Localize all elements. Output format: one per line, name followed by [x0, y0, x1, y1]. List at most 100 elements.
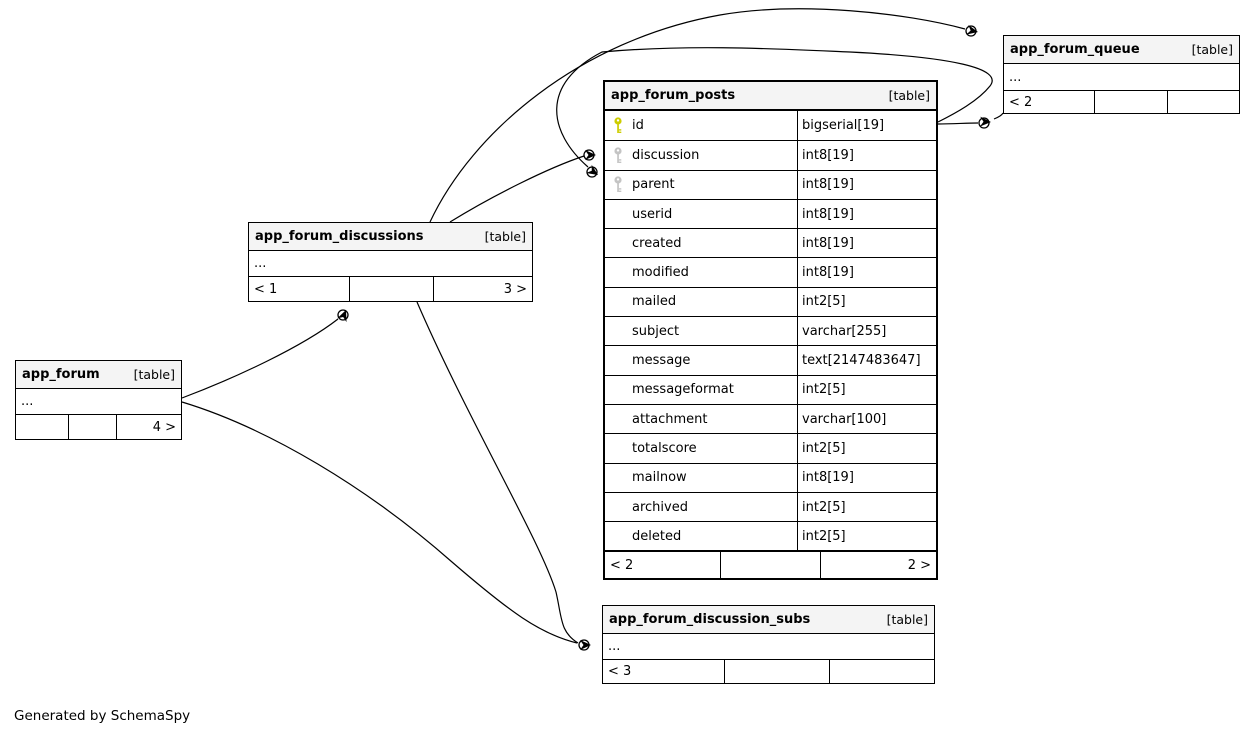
relationship-line: [416, 301, 579, 644]
table-title[interactable]: app_forum_queue: [1010, 42, 1140, 57]
column-row: totalscore int2[5]: [605, 433, 936, 463]
table-footer: < 2: [1004, 90, 1239, 113]
fk-arrowhead-icon: [585, 150, 596, 160]
column-name-cell: message: [605, 346, 797, 374]
column-type: varchar[100]: [802, 411, 887, 427]
column-name: deleted: [632, 528, 682, 544]
column-type-cell: int8[19]: [797, 229, 936, 258]
column-name: userid: [632, 206, 673, 222]
relationship-line: [181, 401, 578, 644]
footer-middle-cell: [68, 415, 116, 439]
table-header[interactable]: app_forum_discussion_subs [table]: [603, 606, 934, 634]
table-header[interactable]: app_forum_discussions [table]: [249, 223, 532, 251]
footer-parents-count: [16, 415, 68, 439]
column-name-cell: attachment: [605, 405, 797, 433]
table-title[interactable]: app_forum_posts: [611, 88, 736, 103]
column-type: int2[5]: [802, 440, 846, 456]
footer-parents-count: < 2: [610, 557, 634, 573]
footer-middle-cell: [720, 552, 820, 579]
footer-middle-cell: [1094, 91, 1167, 113]
column-type-cell: int8[19]: [797, 463, 936, 492]
fk-arrowhead-icon: [966, 24, 978, 35]
column-type-cell: int2[5]: [797, 375, 936, 404]
footer-children-count: [1167, 91, 1239, 113]
table-title[interactable]: app_forum_discussions: [255, 229, 424, 244]
column-type-cell: text[2147483647]: [797, 346, 936, 375]
footer-parents-count: < 3: [608, 664, 632, 679]
column-type: varchar[255]: [802, 323, 887, 339]
column-name: discussion: [632, 147, 700, 163]
column-type-cell: varchar[100]: [797, 404, 936, 434]
table-tag: [table]: [888, 88, 930, 103]
relationship-line: [429, 8, 966, 223]
column-name: attachment: [632, 411, 708, 427]
column-row: id bigserial[19]: [605, 111, 936, 141]
column-name: parent: [632, 177, 675, 193]
column-row: mailnow int8[19]: [605, 462, 936, 492]
column-name: mailnow: [632, 470, 687, 486]
column-name-cell: archived: [605, 493, 797, 521]
column-type: int2[5]: [802, 528, 846, 544]
primary-key-icon: [614, 117, 622, 134]
column-name: archived: [632, 499, 688, 515]
column-name-cell: discussion: [605, 141, 797, 169]
table-footer: < 2 2 >: [605, 550, 936, 579]
hidden-columns-ellipsis: ...: [254, 256, 267, 271]
relationship-line: [937, 112, 1004, 125]
posts-rows: id bigserial[19] discussion int8[19] parent i…: [605, 111, 936, 551]
column-type: int8[19]: [802, 147, 854, 163]
column-type-cell: int2[5]: [797, 434, 936, 463]
column-type: int8[19]: [802, 235, 854, 251]
hidden-columns-ellipsis: ...: [1009, 69, 1022, 85]
relationship-line: [556, 47, 993, 168]
footer-children-count: 2 >: [820, 552, 936, 579]
table-header[interactable]: app_forum_posts [table]: [605, 82, 936, 111]
column-name-cell: parent: [605, 171, 797, 199]
column-name: created: [632, 235, 682, 251]
column-name-cell: totalscore: [605, 434, 797, 462]
table-tag: [table]: [886, 612, 928, 627]
footer-middle-cell: [349, 277, 433, 301]
table-title[interactable]: app_forum_discussion_subs: [609, 612, 811, 627]
column-type: text[2147483647]: [802, 353, 921, 369]
table-app-forum-queue: app_forum_queue [table] ... < 2: [1003, 35, 1240, 114]
table-app-forum-posts: app_forum_posts [table] id bigserial[19] d…: [603, 80, 938, 581]
table-tag: [table]: [484, 229, 526, 244]
column-name: message: [632, 353, 691, 369]
column-type-cell: bigserial[19]: [797, 111, 936, 141]
column-name-cell: mailed: [605, 288, 797, 316]
column-name-cell: id: [605, 111, 797, 140]
column-name: id: [632, 118, 644, 134]
hidden-columns-ellipsis: ...: [21, 394, 34, 409]
column-row: created int8[19]: [605, 228, 936, 258]
footer-children-count: 4 >: [116, 415, 181, 439]
table-footer: 4 >: [16, 414, 181, 439]
relationship-line: [449, 155, 585, 223]
fk-arrowhead-icon: [337, 310, 347, 323]
column-name: subject: [632, 323, 680, 339]
column-name-cell: modified: [605, 258, 797, 286]
column-type-cell: int2[5]: [797, 522, 936, 551]
column-type-cell: varchar[255]: [797, 317, 936, 346]
column-row: attachment varchar[100]: [605, 403, 936, 434]
fk-arrowhead-icon: [580, 640, 591, 650]
column-name: totalscore: [632, 440, 697, 456]
fk-arrowhead-icon: [979, 116, 991, 127]
relationship-line: [181, 318, 339, 399]
column-row: subject varchar[255]: [605, 316, 936, 346]
fk-arrowhead-icon: [586, 164, 598, 175]
column-type: bigserial[19]: [802, 118, 885, 134]
table-app-forum-discussions: app_forum_discussions [table] ... < 1 3 …: [248, 222, 533, 302]
column-name-cell: mailnow: [605, 464, 797, 492]
column-name-cell: created: [605, 229, 797, 257]
column-type-cell: int8[19]: [797, 141, 936, 170]
table-title[interactable]: app_forum: [22, 367, 100, 382]
column-row: deleted int2[5]: [605, 521, 936, 551]
table-header[interactable]: app_forum_queue [table]: [1004, 36, 1239, 64]
table-header[interactable]: app_forum [table]: [16, 361, 181, 389]
